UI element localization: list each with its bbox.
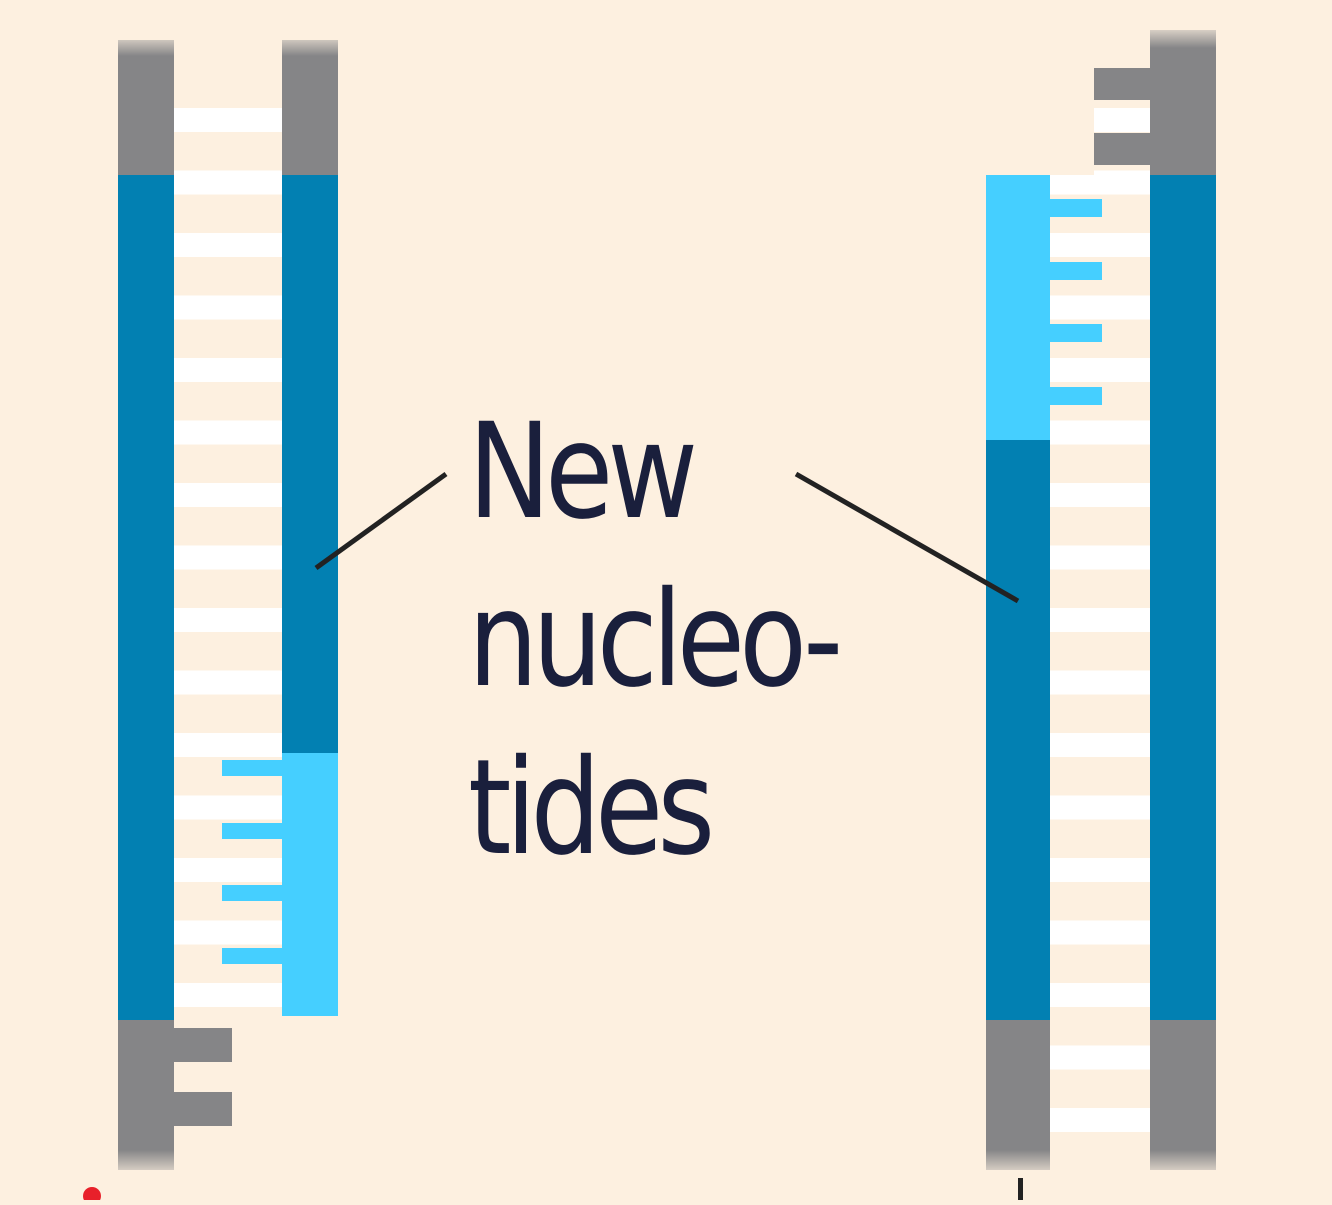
right-base-pair-rung — [1050, 358, 1150, 382]
left-bottom-fade — [118, 1150, 178, 1180]
right-base-pair-rung — [1050, 1108, 1150, 1132]
left-base-pair-rung — [174, 920, 282, 945]
left-base-pair-rung — [174, 795, 282, 820]
right-base-pair-rung — [1050, 795, 1150, 820]
label-line-1: New — [468, 395, 698, 549]
left-base-pair-rung — [174, 233, 282, 257]
left-new-nucleotide-block — [222, 885, 282, 901]
right-old-strand-stub — [1094, 68, 1150, 100]
red-marker-dot — [83, 1187, 101, 1205]
left-base-pair-rung — [174, 983, 282, 1007]
left-old-strand-stub — [174, 1092, 232, 1126]
right-base-pair-rung — [1050, 420, 1150, 445]
left-base-pair-rung — [174, 858, 282, 882]
right-inner-old-segment-bottom — [986, 1020, 1050, 1170]
left-inner-old-segment-top — [282, 40, 338, 175]
left-dna-molecule — [118, 30, 338, 1180]
left-base-pair-rung — [174, 545, 282, 570]
left-top-fade — [118, 30, 338, 56]
left-new-nucleotide-block — [222, 823, 282, 839]
left-base-pair-rung — [174, 420, 282, 445]
left-base-pair-rung — [174, 108, 282, 132]
left-base-pair-rung — [174, 170, 282, 195]
left-base-pair-rung — [174, 608, 282, 632]
right-base-pair-rung — [1050, 608, 1150, 632]
right-bottom-fade — [986, 1150, 1216, 1180]
left-old-strand-stub — [174, 1028, 232, 1062]
tick-mark — [1018, 1178, 1023, 1200]
right-base-pair-rung — [1050, 233, 1150, 257]
right-base-pair-rung — [1050, 1045, 1150, 1070]
right-base-pair-rung — [1050, 983, 1150, 1007]
right-inner-strand — [986, 440, 1050, 1020]
label-line-3: tides — [468, 731, 715, 885]
right-base-pair-rung — [1050, 670, 1150, 695]
right-base-pair-rung — [1050, 483, 1150, 507]
right-base-pair-rung — [1050, 733, 1150, 757]
right-outer-parent-strand — [1150, 175, 1216, 1020]
right-base-pair-rung — [1050, 295, 1150, 320]
left-outer-old-segment-top — [118, 40, 174, 175]
right-base-pair-rung — [1050, 858, 1150, 882]
left-base-pair-rung — [174, 295, 282, 320]
right-new-nucleotide-block — [1050, 262, 1102, 280]
label-line-2: nucleo- — [468, 563, 843, 717]
right-outer-old-segment-bottom — [1150, 1020, 1216, 1170]
left-new-nucleotide-block — [222, 948, 282, 964]
leader-line-left — [314, 471, 448, 571]
right-base-pair-rung — [1050, 545, 1150, 570]
right-top-fade — [1150, 22, 1216, 48]
leader-line-right — [794, 471, 1020, 604]
left-base-pair-rung — [174, 358, 282, 382]
left-base-pair-rung — [174, 483, 282, 507]
right-base-pair-rung — [1050, 920, 1150, 945]
right-dna-molecule — [986, 22, 1216, 1180]
left-new-nucleotide-block — [222, 760, 282, 776]
right-top-gap — [1050, 60, 1094, 175]
left-outer-parent-strand — [118, 175, 174, 1020]
left-base-pair-rungs — [174, 108, 282, 1126]
right-old-strand-stub — [1094, 133, 1150, 165]
right-new-nucleotide-block — [1050, 199, 1102, 217]
left-base-pair-rung — [174, 733, 282, 757]
left-outer-old-segment-bottom — [118, 1020, 174, 1170]
new-nucleotides-label: New nucleo- tides — [468, 388, 843, 892]
left-inner-strand — [282, 175, 338, 753]
right-new-nucleotide-block — [1050, 387, 1102, 405]
right-base-pair-rungs — [1050, 60, 1150, 1132]
right-new-nucleotide-block — [1050, 324, 1102, 342]
right-new-nucleotides-strand — [986, 175, 1050, 440]
left-base-pair-rung — [174, 670, 282, 695]
left-new-nucleotides-strand — [282, 753, 338, 1016]
right-outer-old-segment-top — [1150, 30, 1216, 175]
